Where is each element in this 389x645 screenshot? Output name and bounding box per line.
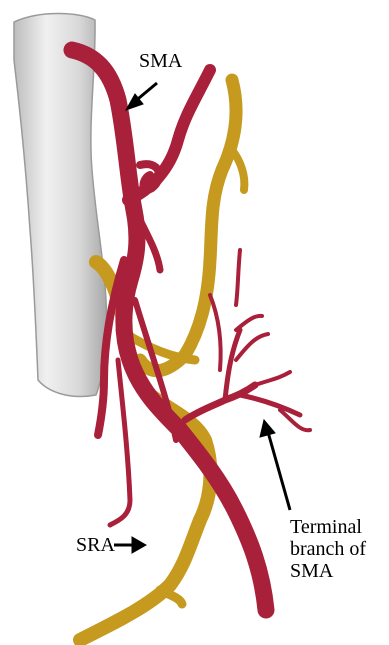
terminal-arrow bbox=[268, 432, 290, 510]
terminal-label-line-3: SMA bbox=[290, 560, 366, 582]
sra-arrowhead bbox=[132, 537, 146, 553]
gray-structure bbox=[14, 14, 107, 397]
terminal-label-line-2: branch of bbox=[290, 538, 366, 560]
sma-label: SMA bbox=[139, 51, 182, 72]
terminal-arrowhead bbox=[260, 420, 275, 437]
sra-label: SRA bbox=[76, 535, 115, 556]
terminal-label-line-1: Terminal bbox=[290, 516, 366, 538]
terminal-branch-label: Terminal branch of SMA bbox=[290, 516, 366, 582]
